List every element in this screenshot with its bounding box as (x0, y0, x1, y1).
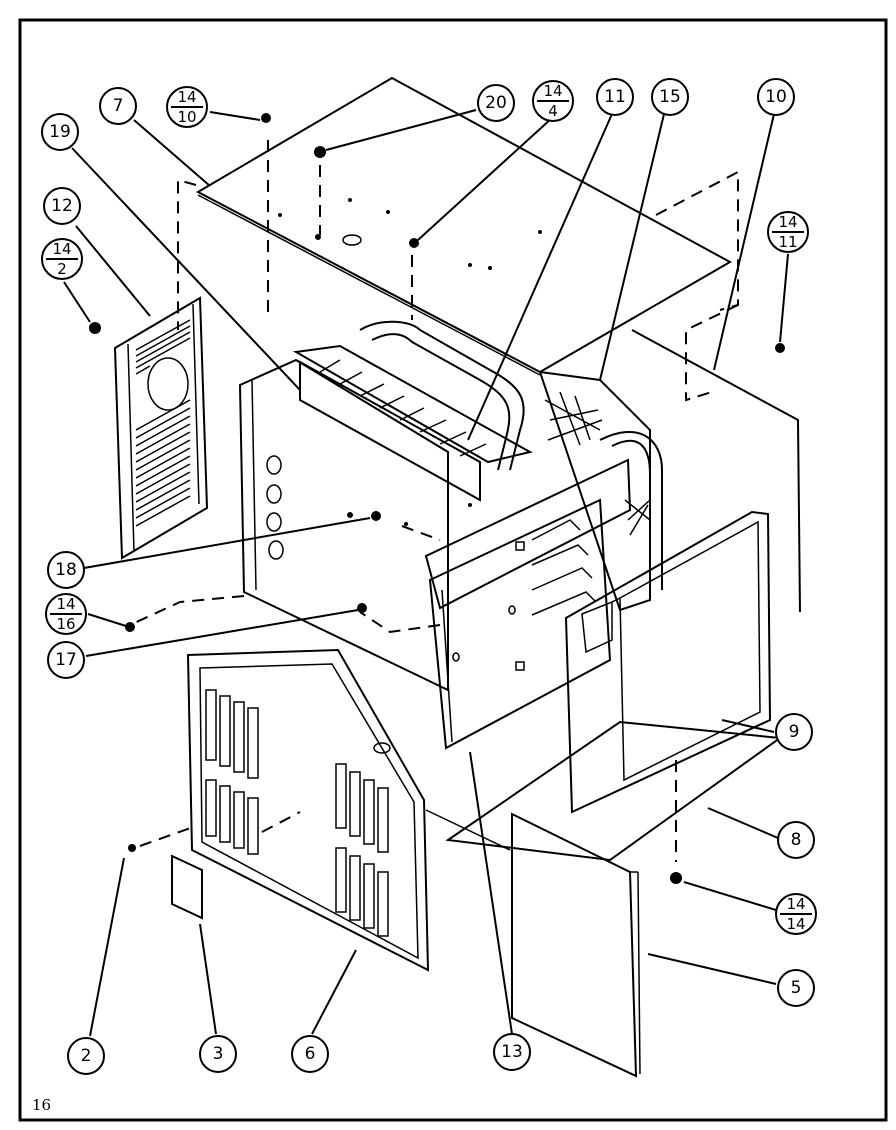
svg-text:15: 15 (659, 87, 681, 107)
label-plate-part (171, 854, 203, 920)
svg-text:4: 4 (548, 102, 558, 120)
svg-text:11: 11 (778, 233, 797, 251)
callout-14-14: 14 14 (775, 893, 817, 935)
front-grille-part (186, 648, 430, 972)
svg-text:6: 6 (305, 1044, 316, 1064)
callout-18: 18 (47, 551, 85, 589)
fastener-screws (89, 113, 785, 884)
base-plate-part (445, 720, 783, 862)
callout-5: 5 (777, 969, 815, 1007)
callout-13: 13 (493, 1033, 531, 1071)
top-cover-part (195, 76, 733, 376)
side-panel-part (511, 812, 641, 1078)
callout-17: 17 (47, 641, 85, 679)
svg-text:20: 20 (485, 93, 507, 113)
callout-9: 9 (775, 713, 813, 751)
callout-14-2: 14 2 (41, 238, 83, 280)
side-grille-part (113, 296, 209, 560)
svg-text:14: 14 (177, 88, 196, 106)
svg-text:14: 14 (56, 595, 75, 613)
svg-text:11: 11 (604, 87, 626, 107)
svg-text:10: 10 (177, 108, 196, 126)
callout-11: 11 (596, 78, 634, 116)
svg-text:14: 14 (778, 213, 797, 231)
svg-text:16: 16 (56, 615, 75, 633)
svg-text:18: 18 (55, 560, 77, 580)
svg-text:14: 14 (786, 895, 805, 913)
cabinet-chassis-part (238, 320, 663, 750)
callout-15: 15 (651, 78, 689, 116)
page-border (18, 18, 888, 1122)
callout-6: 6 (291, 1035, 329, 1073)
callout-8: 8 (777, 821, 815, 859)
svg-text:10: 10 (765, 87, 787, 107)
partition-frame-part (564, 510, 772, 814)
svg-text:8: 8 (791, 830, 802, 850)
svg-text:14: 14 (543, 82, 562, 100)
svg-text:5: 5 (791, 978, 802, 998)
svg-text:2: 2 (81, 1046, 92, 1066)
callout-7: 7 (99, 87, 137, 125)
svg-text:9: 9 (789, 722, 800, 742)
svg-text:3: 3 (213, 1044, 224, 1064)
svg-text:17: 17 (55, 650, 77, 670)
callout-14-10: 14 10 (166, 86, 208, 128)
callout-19: 19 (41, 113, 79, 151)
svg-text:2: 2 (57, 260, 67, 278)
svg-text:19: 19 (49, 122, 71, 142)
page-number: 16 (32, 1096, 51, 1114)
svg-text:14: 14 (52, 240, 71, 258)
callout-3: 3 (199, 1035, 237, 1073)
callout-14-16: 14 16 (45, 593, 87, 635)
svg-text:14: 14 (786, 915, 805, 933)
svg-text:12: 12 (51, 196, 73, 216)
callout-10: 10 (757, 78, 795, 116)
callout-20: 20 (477, 84, 515, 122)
callout-14-11: 14 11 (767, 211, 809, 253)
callout-14-4: 14 4 (532, 80, 574, 122)
svg-text:7: 7 (113, 96, 124, 116)
callout-2: 2 (67, 1037, 105, 1075)
svg-text:13: 13 (501, 1042, 523, 1062)
leader-lines (63, 109, 789, 1037)
callout-12: 12 (43, 187, 81, 225)
